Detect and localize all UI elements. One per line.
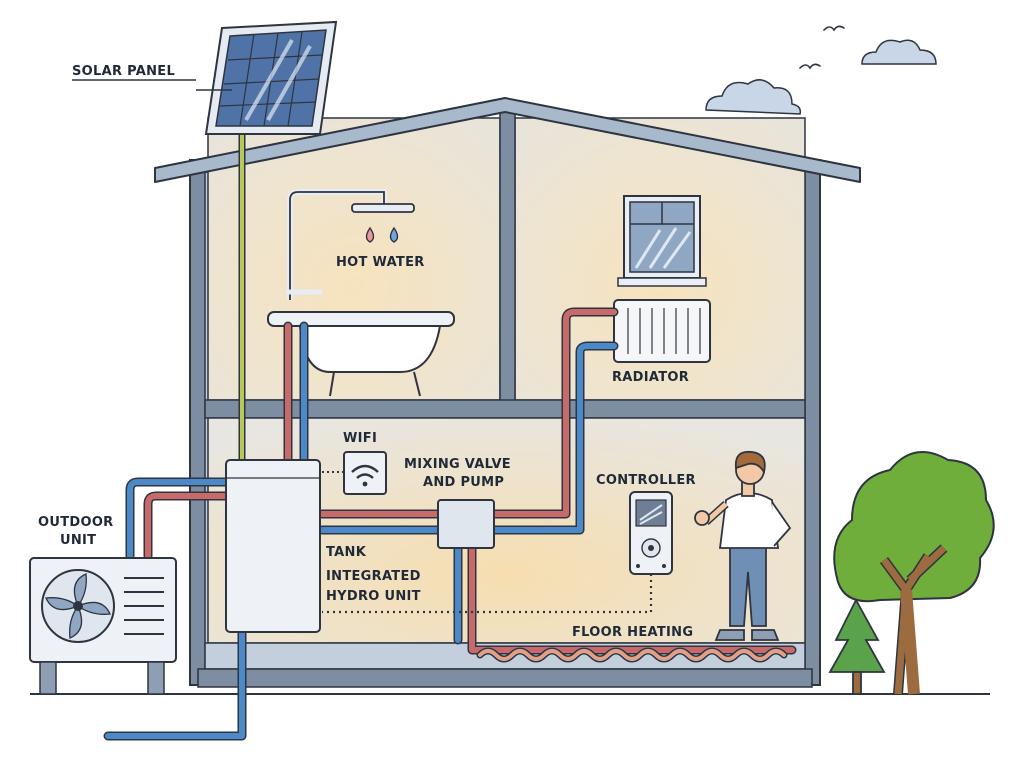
tree-icon [833,451,995,695]
pipes [103,307,797,741]
mixing-valve [437,499,495,549]
fan-icon [41,569,115,643]
labels: SOLAR PANEL HOT WATER RADIATOR WIFI MIXI… [38,64,696,640]
label-floor-heating: FLOOR HEATING [572,625,693,640]
label-outdoor-unit-1: OUTDOOR [38,515,113,530]
label-controller: CONTROLLER [596,473,696,488]
tree-icon [828,598,886,695]
water-drop-icon [365,226,399,243]
tank-unit [225,459,321,633]
shower-icon [286,189,415,300]
wifi-icon [343,451,387,495]
controller-icon [629,491,673,575]
label-mixing-valve-2: AND PUMP [423,475,504,490]
label-wifi: WIFI [343,431,377,446]
label-solar-panel: SOLAR PANEL [72,64,175,79]
window-icon [617,195,707,287]
label-hot-water: HOT WATER [336,255,425,270]
label-tank-2: INTEGRATED [326,569,421,584]
cloud-icon [861,39,937,65]
controller-link [322,574,653,614]
label-mixing-valve-1: MIXING VALVE [404,457,511,472]
label-radiator: RADIATOR [612,370,689,385]
label-tank-3: HYDRO UNIT [326,589,421,604]
bathtub [267,311,455,397]
label-tank-1: TANK [326,545,367,560]
cloud-icon [705,79,802,115]
label-outdoor-unit-2: UNIT [60,533,96,548]
person-icon [694,450,792,641]
sun-panel-icon [196,20,338,135]
radiator-icon [613,299,711,363]
outdoor-unit [29,557,177,695]
bird-icon [799,25,845,70]
